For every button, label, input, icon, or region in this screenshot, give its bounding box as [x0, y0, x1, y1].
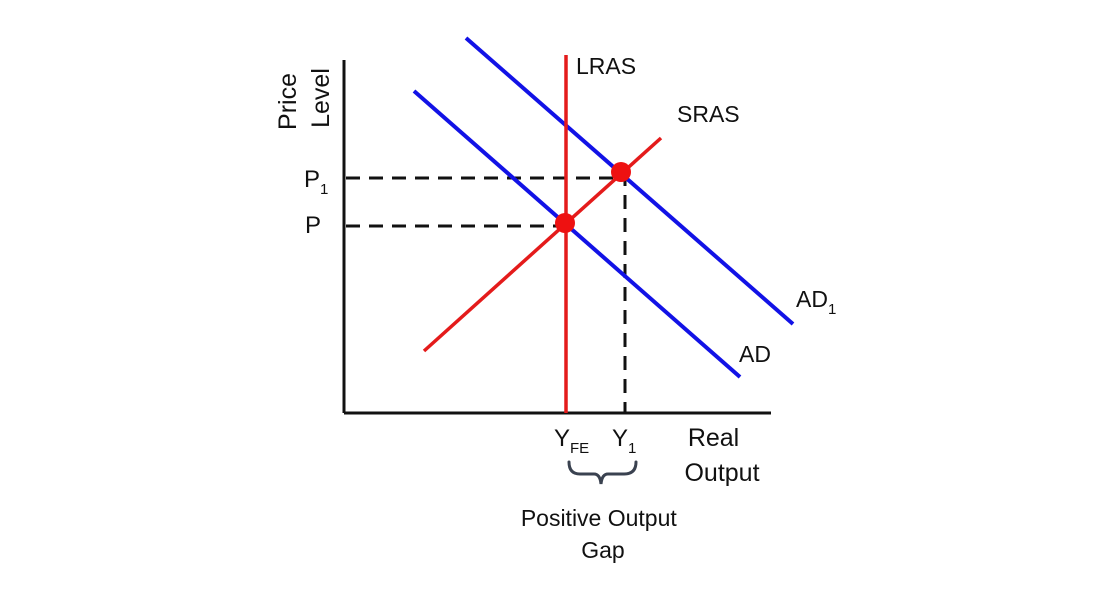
- ad-curve: [412, 89, 742, 379]
- yfe-label: YFE: [554, 425, 589, 457]
- p1-label: P1: [304, 166, 328, 198]
- ad1-curve: [464, 36, 795, 326]
- output-gap-brace: [567, 460, 638, 485]
- new-equilibrium-point: [611, 162, 631, 182]
- x-axis-label: Real Output: [684, 424, 759, 487]
- y1-label: Y1: [612, 425, 636, 457]
- sras-label: SRAS: [677, 101, 740, 127]
- ad-label: AD: [739, 341, 771, 367]
- initial-equilibrium-point: [555, 213, 575, 233]
- ad1-label: AD1: [796, 286, 836, 318]
- p-label: P: [305, 212, 321, 239]
- output-gap-label: Positive Output Gap: [521, 505, 683, 563]
- lras-label: LRAS: [576, 53, 636, 79]
- y-axis-label: Price Level: [274, 66, 335, 130]
